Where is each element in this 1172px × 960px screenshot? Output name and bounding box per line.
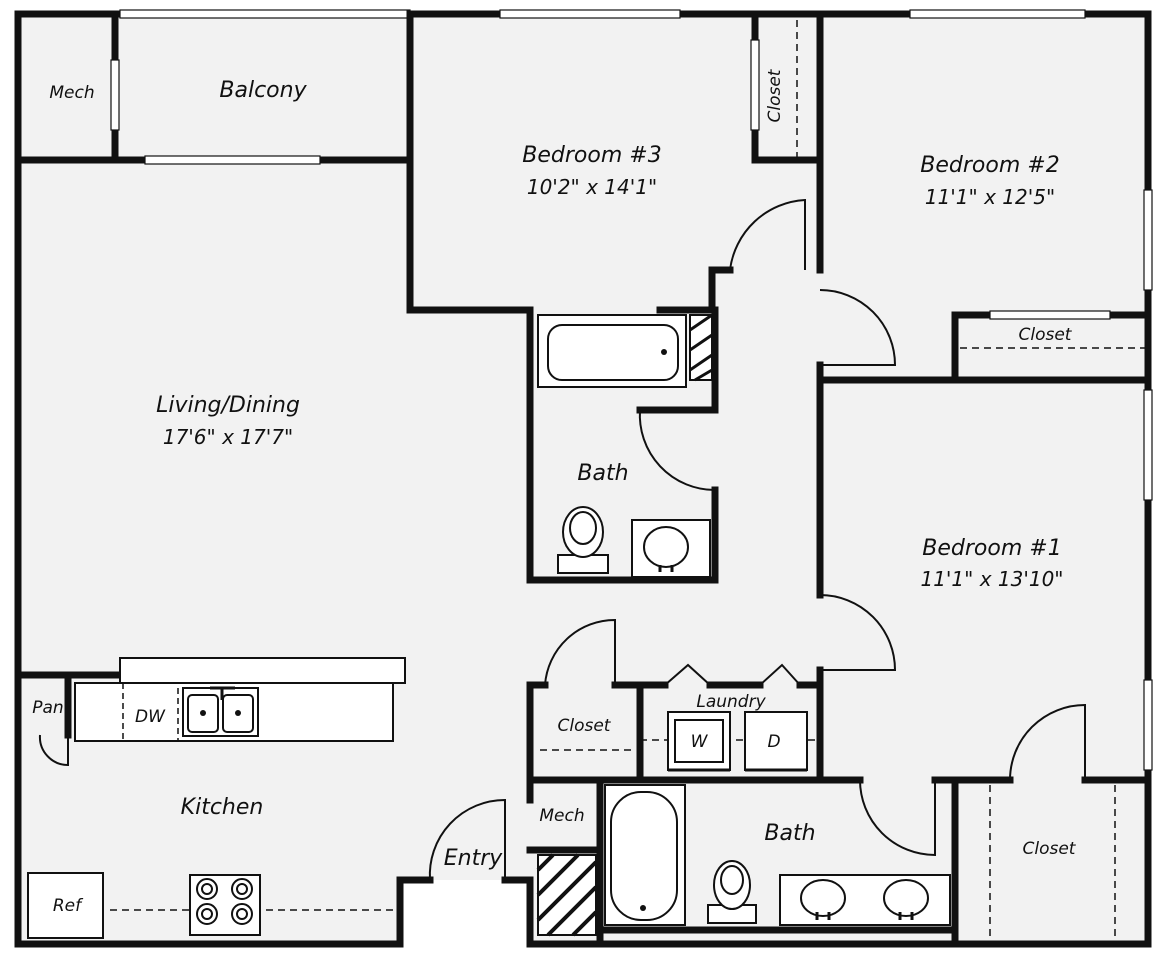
interior-walls xyxy=(14,10,1152,948)
exterior-notch xyxy=(400,880,530,944)
hall-bath-fixtures xyxy=(537,314,711,578)
label-mech-top: Mech xyxy=(49,83,94,103)
label-washer: W xyxy=(691,732,709,752)
label-living-dining: Living/Dining xyxy=(156,393,300,418)
label-dryer: D xyxy=(767,732,780,752)
label-bath-hall: Bath xyxy=(577,461,628,486)
kitchen-fixtures xyxy=(27,657,406,939)
label-dishwasher: DW xyxy=(135,707,166,727)
label-laundry: Laundry xyxy=(696,692,766,712)
master-bath-fixtures xyxy=(604,784,951,926)
windows xyxy=(119,9,1153,771)
label-bedroom-3-dims: 10'2" x 14'1" xyxy=(527,175,657,199)
label-pantry: Pan xyxy=(32,698,63,718)
label-bedroom-2: Bedroom #2 xyxy=(920,153,1059,178)
mech-door xyxy=(110,59,120,131)
label-refrigerator: Ref xyxy=(53,896,84,916)
floor-area xyxy=(18,14,1148,944)
label-bedroom-2-dims: 11'1" x 12'5" xyxy=(925,185,1055,209)
label-living-dining-dims: 17'6" x 17'7" xyxy=(163,425,293,449)
label-closet-master: Closet xyxy=(1023,839,1077,859)
label-balcony: Balcony xyxy=(219,78,307,103)
chases xyxy=(536,313,713,937)
label-bedroom-1: Bedroom #1 xyxy=(922,536,1061,561)
label-closet-b3: Closet xyxy=(765,68,785,122)
label-closet-hall: Closet xyxy=(558,716,612,736)
label-kitchen: Kitchen xyxy=(181,795,264,820)
doors xyxy=(38,198,1086,881)
label-mech-bottom: Mech xyxy=(539,806,584,826)
label-bedroom-3: Bedroom #3 xyxy=(522,143,661,168)
label-entry: Entry xyxy=(444,846,504,871)
label-bath-master: Bath xyxy=(764,821,815,846)
balcony-slider xyxy=(144,155,321,165)
label-bedroom-1-dims: 11'1" x 13'10" xyxy=(920,567,1063,591)
label-closet-b2: Closet xyxy=(1019,325,1073,345)
laundry-appliances xyxy=(667,711,808,772)
